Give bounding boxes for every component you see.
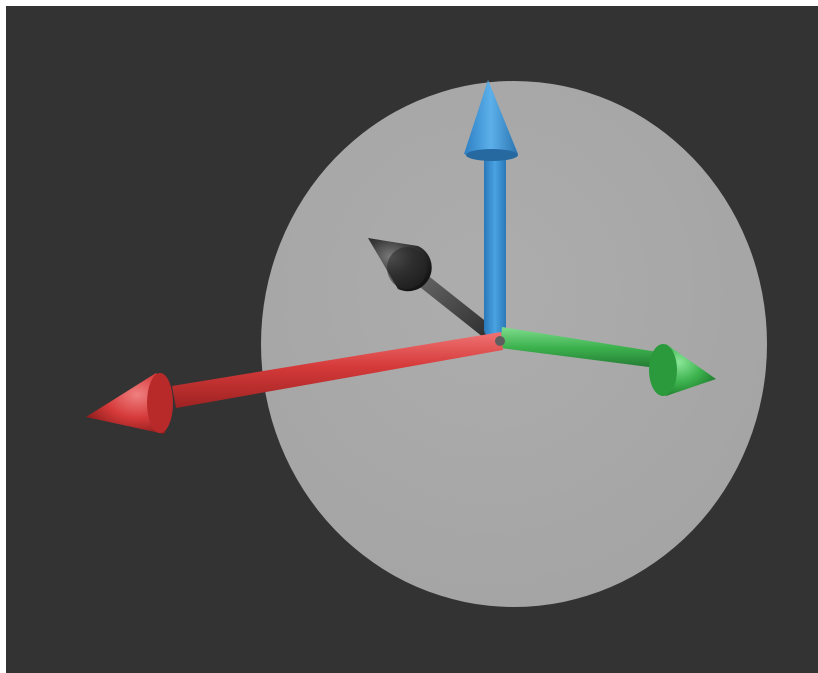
- view-axis-cone-base: [387, 247, 427, 289]
- x-axis-shaft: [172, 332, 503, 408]
- y-axis-cone-base: [649, 344, 677, 396]
- z-axis-cone-icon: [464, 80, 518, 159]
- 3d-viewport[interactable]: [6, 6, 818, 673]
- view-axis-handle[interactable]: [368, 238, 505, 347]
- transform-gizmo[interactable]: [6, 6, 818, 673]
- z-axis-shaft: [484, 156, 506, 336]
- viewport-frame: [6, 6, 818, 673]
- z-axis-handle[interactable]: [464, 80, 518, 336]
- x-axis-handle[interactable]: [86, 332, 503, 434]
- y-axis-shaft: [500, 327, 658, 368]
- z-axis-cone-base: [466, 149, 518, 161]
- y-axis-handle[interactable]: [500, 327, 716, 396]
- x-axis-cone-base: [147, 373, 173, 433]
- gizmo-origin[interactable]: [495, 336, 505, 346]
